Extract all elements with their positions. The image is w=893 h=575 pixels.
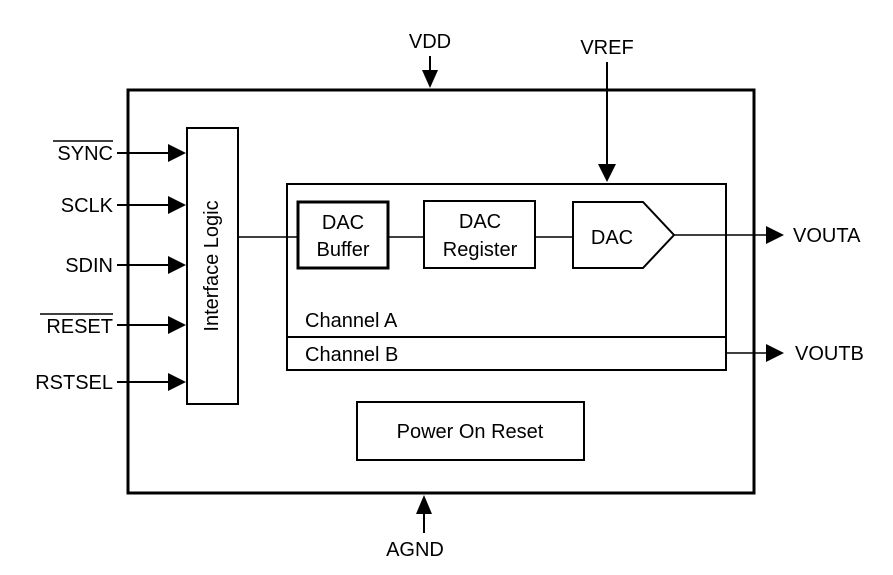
reset-arrow xyxy=(168,316,186,334)
dac-label: DAC xyxy=(591,227,633,249)
dac-buffer-block xyxy=(296,200,390,270)
dac-register-label-line1: DAC xyxy=(459,211,501,233)
rstsel-label: RSTSEL xyxy=(35,372,113,394)
power-on-reset-block xyxy=(356,401,585,461)
agnd-arrow xyxy=(416,495,432,514)
rstsel-arrow xyxy=(168,373,186,391)
sdin-label: SDIN xyxy=(65,255,113,277)
vdd-arrow xyxy=(422,70,438,88)
dac-block xyxy=(572,201,676,269)
channel-b-label: Channel B xyxy=(305,344,398,366)
power-on-reset-label: Power On Reset xyxy=(397,421,544,443)
agnd-label: AGND xyxy=(386,539,444,561)
voutb-arrow xyxy=(766,344,784,362)
voutb-label: VOUTB xyxy=(795,343,864,365)
reset-label: RESET xyxy=(46,316,113,338)
dac-buffer-label-line2: Buffer xyxy=(317,239,370,261)
interface-logic-label: Interface Logic xyxy=(201,200,223,331)
sdin-arrow xyxy=(168,256,186,274)
sync-arrow xyxy=(168,144,186,162)
vdd-label: VDD xyxy=(409,31,451,53)
vouta-arrow xyxy=(766,226,784,244)
dac-buffer-label-line1: DAC xyxy=(322,212,364,234)
dac-register-label-line2: Register xyxy=(443,239,518,261)
vref-arrow xyxy=(598,164,616,182)
dac-register-block xyxy=(423,200,536,269)
vref-label: VREF xyxy=(580,37,633,59)
channel-a-label: Channel A xyxy=(305,310,398,332)
sclk-label: SCLK xyxy=(61,195,114,217)
vouta-label: VOUTA xyxy=(793,225,861,247)
sync-label: SYNC xyxy=(57,143,113,165)
interface-logic-block xyxy=(186,127,239,405)
sclk-arrow xyxy=(168,196,186,214)
